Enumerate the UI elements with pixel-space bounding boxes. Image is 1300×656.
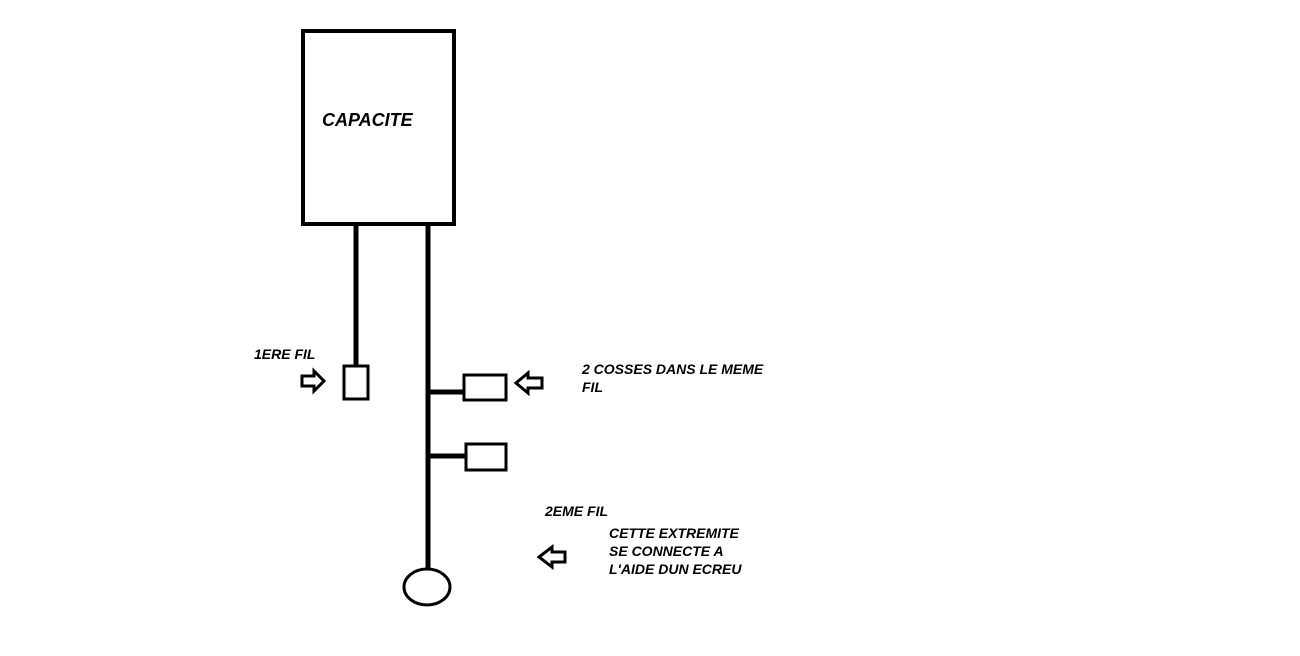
- end-note-line2: SE CONNECTE A: [609, 543, 724, 559]
- arrow-left-icon: [536, 543, 567, 571]
- arrow-left-icon: [513, 369, 544, 397]
- first-wire-label: 1ERE FIL: [254, 346, 315, 362]
- first-wire-lug: [342, 364, 370, 401]
- end-note-line1: CETTE EXTREMITE: [609, 525, 740, 541]
- arrow-right-icon: [300, 367, 327, 395]
- second-wire-lug-2: [464, 442, 508, 472]
- end-note-line3: L'AIDE DUN ECREU: [609, 561, 742, 577]
- two-lugs-label-line2: FIL: [582, 379, 603, 395]
- second-wire-label: 2EME FIL: [544, 503, 608, 519]
- second-wire-lug-1: [462, 373, 508, 402]
- capacitor-box: [301, 29, 456, 226]
- two-lugs-label-line1: 2 COSSES DANS LE MEME: [581, 361, 764, 377]
- ring-terminal: [402, 567, 452, 607]
- capacitor-label: CAPACITE: [322, 110, 414, 130]
